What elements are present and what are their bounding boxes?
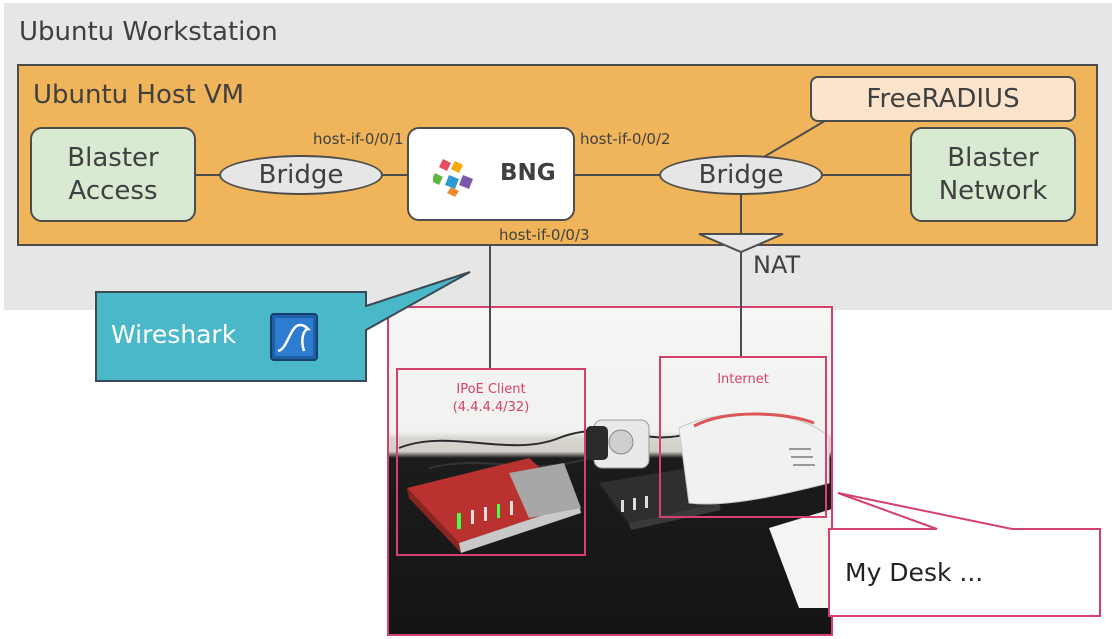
blaster-access-node: Blaster Access — [30, 127, 196, 222]
ipoe-client-highlight — [396, 368, 586, 556]
freeradius-node: FreeRADIUS — [810, 76, 1076, 122]
bng-label: BNG — [500, 160, 556, 186]
wireshark-label: Wireshark — [111, 320, 237, 349]
workstation-title: Ubuntu Workstation — [19, 17, 278, 47]
desk-photo-illustration — [398, 412, 831, 608]
desk-label: My Desk ... — [845, 558, 984, 587]
interface-label-2: host-if-0/0/2 — [580, 130, 671, 148]
ipoe-client-title: IPoE Client — [456, 382, 526, 397]
blaster-network-node: Blaster Network — [910, 127, 1076, 222]
internet-highlight — [659, 356, 827, 518]
host-vm-title: Ubuntu Host VM — [33, 80, 245, 110]
power-socket — [586, 419, 650, 469]
bridge-left-node: Bridge — [219, 155, 383, 195]
nat-label: NAT — [753, 251, 801, 279]
bng-node — [407, 127, 575, 221]
internet-label: Internet — [717, 372, 769, 387]
interface-label-1: host-if-0/0/1 — [313, 130, 404, 148]
wireshark-fin-icon — [270, 313, 318, 361]
internet-router — [678, 412, 830, 505]
interface-label-3: host-if-0/0/3 — [499, 226, 590, 244]
ipoe-client-router — [407, 458, 581, 553]
nat-symbol — [698, 233, 784, 254]
bridge-right-node: Bridge — [659, 155, 823, 195]
rtbrick-logo-icon — [433, 159, 473, 197]
ipoe-client-address: (4.4.4.4/32) — [452, 400, 530, 415]
desk-photo — [387, 306, 833, 636]
